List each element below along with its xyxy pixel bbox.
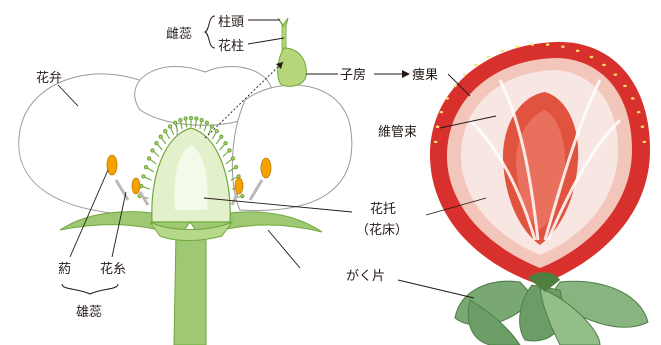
pistil-tip: [189, 116, 192, 119]
pistil-tip: [147, 157, 150, 160]
pistil-strand: [226, 159, 232, 164]
achene-seed: [546, 43, 550, 45]
strawberry-calyx: [455, 272, 648, 345]
label-ovary: 子房: [340, 67, 366, 83]
pistil-tip: [234, 166, 237, 169]
label-anther: 葯: [58, 262, 71, 277]
pistil-tip: [224, 142, 227, 145]
pistil-tip: [159, 135, 162, 138]
achene-seed: [641, 126, 645, 128]
achene-seed: [440, 111, 444, 113]
achene-seed: [515, 46, 519, 48]
achene-seed: [590, 56, 594, 58]
pistil-tip: [237, 175, 240, 178]
ovary-shape: [278, 48, 307, 86]
label-petal: 花弁: [36, 70, 62, 86]
pistil-tip: [151, 149, 154, 152]
pistil-tip: [228, 149, 231, 152]
label-filament: 花糸: [100, 261, 126, 277]
achene-seed: [487, 56, 491, 58]
pistil-strand: [220, 144, 225, 150]
pistil-tip: [241, 195, 244, 198]
achene-seed: [453, 85, 457, 87]
pistil-tip: [142, 175, 145, 178]
pistil-tip: [231, 157, 234, 160]
pistil-tip: [195, 117, 198, 120]
pistil-tip: [210, 125, 213, 128]
pistil-strand: [216, 138, 221, 145]
label-vascular-bundle: 維管束: [378, 125, 417, 140]
achene-seed: [436, 126, 440, 128]
achene-seed: [631, 97, 635, 99]
pistil-tip: [220, 135, 223, 138]
achene-seed: [561, 46, 565, 48]
pistil-tip: [168, 125, 171, 128]
achene-seed: [463, 73, 467, 75]
achene-seed: [623, 85, 627, 87]
achene-seed: [474, 64, 478, 66]
flower-illustration: [19, 66, 352, 345]
pistil-strand: [212, 132, 216, 139]
pistil-tip: [144, 166, 147, 169]
label-pistil: 雌蕊: [166, 26, 192, 42]
label-receptacle: 花托: [370, 201, 396, 217]
achene-seed: [501, 50, 505, 52]
pistil-tip: [184, 117, 187, 120]
achene-seed: [643, 141, 647, 143]
label-achene: 痩果: [412, 67, 438, 83]
achene-seed: [614, 73, 618, 75]
stamen-brace: [62, 284, 118, 294]
label-stamen: 雄蕊: [76, 305, 102, 320]
pistil-tip: [155, 142, 158, 145]
achene-seed: [602, 64, 606, 66]
strawberry-cross-section: [430, 42, 650, 345]
label-receptacle-alt: （花床）: [356, 222, 408, 238]
pistil-tip: [215, 130, 218, 133]
label-stigma: 柱頭: [218, 15, 244, 30]
pistil-tip: [164, 130, 167, 133]
label-sepal: がく片: [346, 269, 385, 284]
label-style: 花柱: [218, 38, 244, 54]
achene-seed: [637, 111, 641, 113]
petal-right: [232, 85, 351, 210]
pistil-tip: [200, 119, 203, 122]
pistil-tip: [174, 121, 177, 124]
pistil-tip: [205, 121, 208, 124]
flower-stem: [174, 232, 206, 345]
achene-seed: [445, 97, 449, 99]
pistil-strand: [223, 151, 229, 157]
achene-seed: [531, 43, 535, 45]
pistil-tip: [179, 119, 182, 122]
pistil-brace: [205, 16, 215, 48]
achene-seed: [576, 50, 580, 52]
achene-seed: [434, 141, 438, 143]
